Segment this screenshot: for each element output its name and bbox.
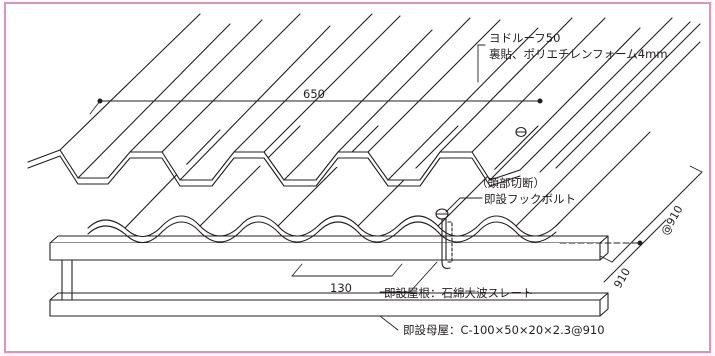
hook-bolt-upper xyxy=(515,126,527,138)
leader-slate xyxy=(379,261,438,293)
purlin-label: 即設母屋：C-100×50×20×2.3@910 xyxy=(403,323,605,337)
leader-product xyxy=(477,44,486,83)
purlin-channel xyxy=(49,235,609,317)
leader-purlin xyxy=(379,315,399,331)
centerline-dot xyxy=(637,240,643,246)
slate-label: 即設屋根：石綿大波スレート xyxy=(384,286,534,300)
bolt-label-line2: 即設フックボルト xyxy=(484,192,576,206)
dimension-910-diagonal xyxy=(599,165,703,283)
bolt-label-line1: （頭部切断） xyxy=(476,176,545,190)
product-label-line1: ヨドルーフ50 xyxy=(489,31,560,45)
new-roof-panel xyxy=(27,13,701,187)
product-label-line2: 裏貼、ポリエチレンフォーム4mm xyxy=(489,47,668,61)
spacing-910-upper: @910 xyxy=(658,203,685,237)
dimension-650-label: 650 xyxy=(303,87,325,101)
frame-border xyxy=(4,2,711,353)
leader-bolt xyxy=(445,197,483,213)
spacing-910-lower: 910 xyxy=(611,266,633,291)
dimension-650 xyxy=(89,98,543,115)
asbestos-slate xyxy=(87,125,651,244)
dimension-130 xyxy=(291,263,403,277)
hook-bolt-lower xyxy=(435,208,453,269)
dimension-130-label: 130 xyxy=(330,281,352,295)
